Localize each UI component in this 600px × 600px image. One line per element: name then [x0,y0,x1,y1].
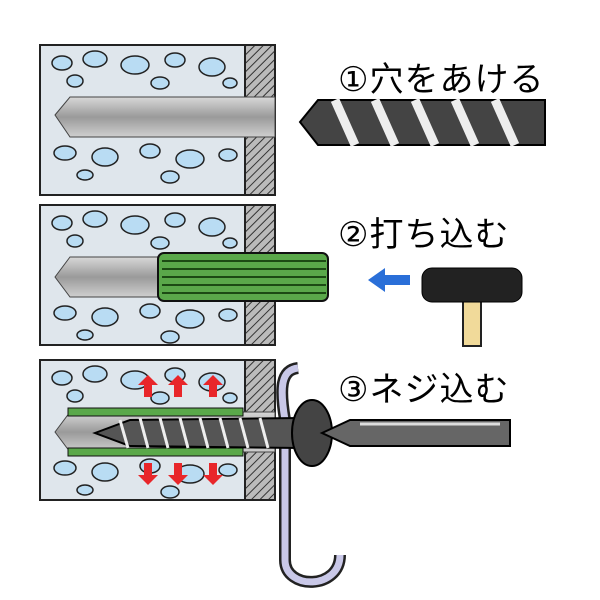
step-1-label: ①穴をあける [338,60,545,100]
drill-bit-icon [298,98,546,147]
step-3-label: ③ネジ込む [338,370,510,410]
expand-arrows-icon [138,375,223,485]
panel-hammer [39,204,329,346]
panel-drill [39,44,276,196]
screw-icon [92,399,333,467]
screwdriver-icon [319,419,511,447]
arrow-left-icon [368,268,410,292]
hammer-icon [421,267,523,347]
step-2-label: ②打ち込む [338,215,510,255]
hook-icon [276,362,346,588]
anchor-plug [157,252,329,302]
